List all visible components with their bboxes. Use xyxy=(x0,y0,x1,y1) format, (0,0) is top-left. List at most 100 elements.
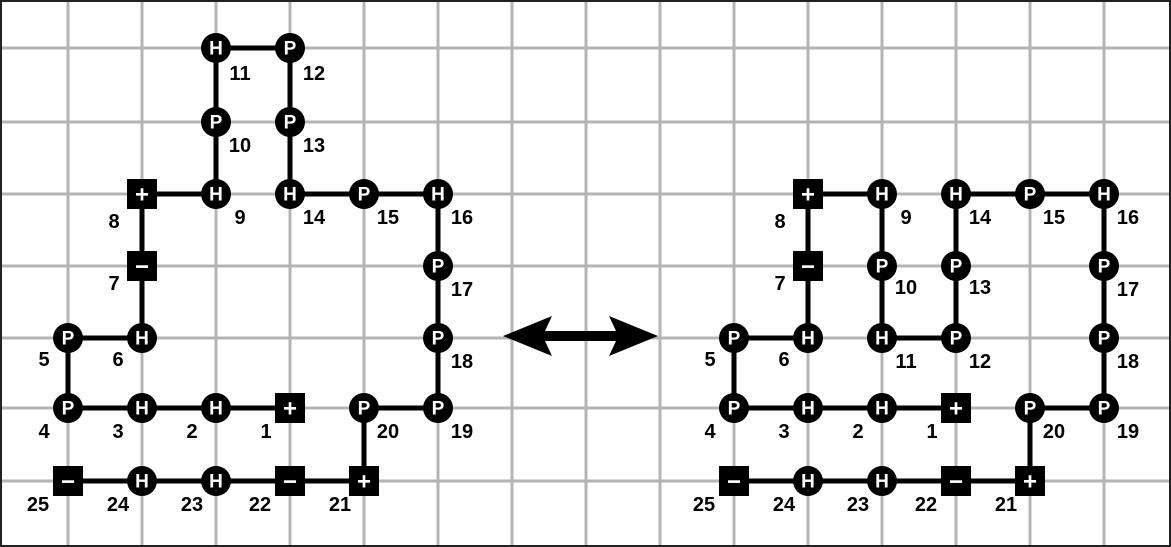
residue-type-label: P xyxy=(432,399,445,420)
residue-5: P5 xyxy=(704,323,749,371)
residue-number: 11 xyxy=(229,63,250,85)
negative-residue-marker xyxy=(941,466,971,496)
residue-number: 7 xyxy=(108,273,119,295)
residue-number: 4 xyxy=(38,421,50,443)
charge-label: − xyxy=(949,469,963,496)
residue-type-label: P xyxy=(1024,399,1037,420)
residue-type-label: P xyxy=(432,257,445,278)
residue-number: 14 xyxy=(303,207,326,229)
residue-number: 6 xyxy=(112,349,123,371)
charge-label: − xyxy=(801,254,815,281)
polar-residue-marker xyxy=(349,179,379,209)
residue-19: P19 xyxy=(1089,393,1139,443)
hydrophobic-residue-marker xyxy=(867,466,897,496)
residue-number: 19 xyxy=(1117,421,1139,443)
residue-number: 23 xyxy=(181,494,203,516)
residue-number: 1 xyxy=(926,421,937,443)
double-headed-arrow-icon xyxy=(503,316,658,356)
residue-18: P 18 xyxy=(423,323,473,373)
polar-residue-marker xyxy=(719,323,749,353)
residue-number: 21 xyxy=(995,494,1017,516)
polar-residue-marker xyxy=(53,393,83,423)
residue-9: H9 xyxy=(201,179,246,229)
hydrophobic-residue-marker xyxy=(867,179,897,209)
residue-number: 16 xyxy=(451,207,473,229)
positive-residue-marker xyxy=(793,179,823,209)
polar-residue-marker xyxy=(275,107,305,137)
polar-residue-marker xyxy=(941,323,971,353)
residue-number: 2 xyxy=(852,421,863,443)
residue-number: 3 xyxy=(778,421,789,443)
residue-24: H24 xyxy=(107,466,157,516)
residue-number: 17 xyxy=(451,279,473,301)
residue-number: 25 xyxy=(27,494,49,516)
polar-residue-marker xyxy=(423,323,453,353)
residue-3: H3 xyxy=(112,393,157,443)
residue-number: 2 xyxy=(186,421,197,443)
charge-label: + xyxy=(135,182,149,209)
polar-residue-marker xyxy=(275,33,305,63)
charge-label: − xyxy=(283,469,297,496)
hydrophobic-residue-marker xyxy=(201,179,231,209)
residue-type-label: H xyxy=(1097,185,1111,206)
residue-number: 18 xyxy=(451,351,473,373)
residue-13: P13 xyxy=(275,107,325,157)
residue-type-label: H xyxy=(875,185,889,206)
hydrophobic-residue-marker xyxy=(793,466,823,496)
residue-number: 10 xyxy=(895,277,917,299)
residue-number: 8 xyxy=(108,211,119,233)
positive-residue-marker xyxy=(275,393,305,423)
residue-type-label: P xyxy=(358,399,371,420)
residue-type-label: H xyxy=(875,399,889,420)
residue-type-label: P xyxy=(62,399,75,420)
residue-16: H16 xyxy=(1089,179,1139,229)
residue-15: P15 xyxy=(1015,179,1065,229)
residue-number: 3 xyxy=(112,421,123,443)
residue-number: 18 xyxy=(1117,351,1139,373)
charge-label: + xyxy=(1023,469,1037,496)
residue-number: 6 xyxy=(778,349,789,371)
residue-10: P10 xyxy=(867,251,917,299)
residue-type-label: H xyxy=(801,399,815,420)
residue-2: H2 xyxy=(186,393,231,443)
residue-20: P20 xyxy=(349,393,399,443)
residue-7: −7 xyxy=(108,251,157,295)
residue-8: +8 xyxy=(774,179,823,233)
residue-25: −25 xyxy=(693,466,749,516)
hydrophobic-residue-marker xyxy=(793,393,823,423)
polar-residue-marker xyxy=(1015,393,1045,423)
polar-residue-marker xyxy=(201,107,231,137)
residue-3: H3 xyxy=(778,393,823,443)
residue-12: P12 xyxy=(275,33,325,85)
residue-type-label: P xyxy=(62,329,75,350)
residue-22: −22 xyxy=(249,466,305,516)
residue-number: 5 xyxy=(38,349,49,371)
residue-number: 12 xyxy=(969,351,991,373)
residue-type-label: H xyxy=(135,472,149,493)
residue-type-label: P xyxy=(432,329,445,350)
negative-residue-marker xyxy=(793,251,823,281)
hydrophobic-residue-marker xyxy=(127,323,157,353)
residue-4: P4 xyxy=(38,393,83,443)
hydrophobic-residue-marker xyxy=(201,393,231,423)
residue-type-label: H xyxy=(209,185,223,206)
residue-11: H11 xyxy=(201,33,251,85)
residue-number: 7 xyxy=(774,273,785,295)
residue-type-label: H xyxy=(949,185,963,206)
residue-13: P13 xyxy=(941,251,991,299)
hydrophobic-residue-marker xyxy=(127,393,157,423)
hydrophobic-residue-marker xyxy=(941,179,971,209)
residue-16: H16 xyxy=(423,179,473,229)
residue-type-label: P xyxy=(1098,329,1111,350)
residue-24: H24 xyxy=(773,466,823,516)
residue-type-label: P xyxy=(728,329,741,350)
residue-type-label: H xyxy=(209,399,223,420)
positive-residue-marker xyxy=(349,466,379,496)
residue-number: 15 xyxy=(377,207,399,229)
polar-residue-marker xyxy=(719,393,749,423)
hydrophobic-residue-marker xyxy=(127,466,157,496)
left-conformation: +1H2H3P4P5H6−7+8H9P10H11P12P13H14P15H16P… xyxy=(27,33,473,516)
polar-residue-marker xyxy=(1089,323,1119,353)
hydrophobic-residue-marker xyxy=(1089,179,1119,209)
